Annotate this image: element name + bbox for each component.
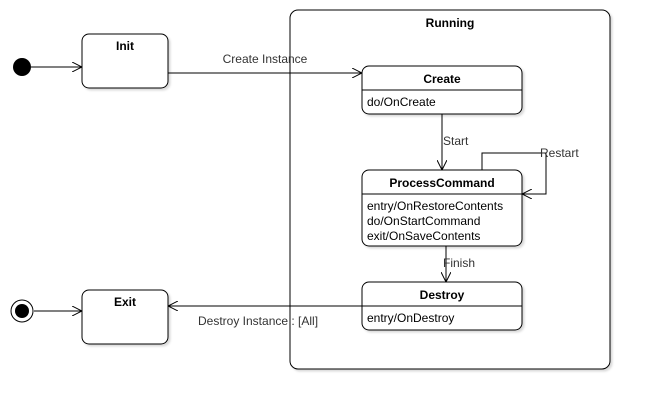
state-create[interactable]: Create do/OnCreate xyxy=(361,65,523,115)
state-destroy-action: entry/OnDestroy xyxy=(367,311,454,325)
state-process-command-action-exit: exit/OnSaveContents xyxy=(367,229,480,243)
state-init[interactable]: Init xyxy=(81,33,169,89)
transition-destroy-instance-label: Destroy Instance : [All] xyxy=(198,314,318,328)
transition-finish-label: Finish xyxy=(443,256,475,270)
state-process-command-action-do: do/OnStartCommand xyxy=(367,214,480,228)
initial-node[interactable] xyxy=(13,58,31,76)
state-create-title: Create xyxy=(423,72,461,86)
state-exit[interactable]: Exit xyxy=(81,289,169,345)
final-node[interactable] xyxy=(10,299,34,323)
transition-create-instance-label: Create Instance xyxy=(223,52,308,66)
state-destroy[interactable]: Destroy entry/OnDestroy xyxy=(361,281,523,331)
state-destroy-title: Destroy xyxy=(420,288,465,302)
state-process-command-title: ProcessCommand xyxy=(389,176,494,190)
transition-start-label: Start xyxy=(443,134,469,148)
state-init-title: Init xyxy=(116,39,134,53)
transition-restart xyxy=(481,152,547,194)
transition-restart-label: Restart xyxy=(540,146,579,160)
state-process-command[interactable]: ProcessCommand entry/OnRestoreContents d… xyxy=(361,169,523,247)
state-exit-title: Exit xyxy=(114,295,136,309)
composite-state-title: Running xyxy=(426,16,475,30)
state-create-action: do/OnCreate xyxy=(367,95,436,109)
state-process-command-action-entry: entry/OnRestoreContents xyxy=(367,199,503,213)
